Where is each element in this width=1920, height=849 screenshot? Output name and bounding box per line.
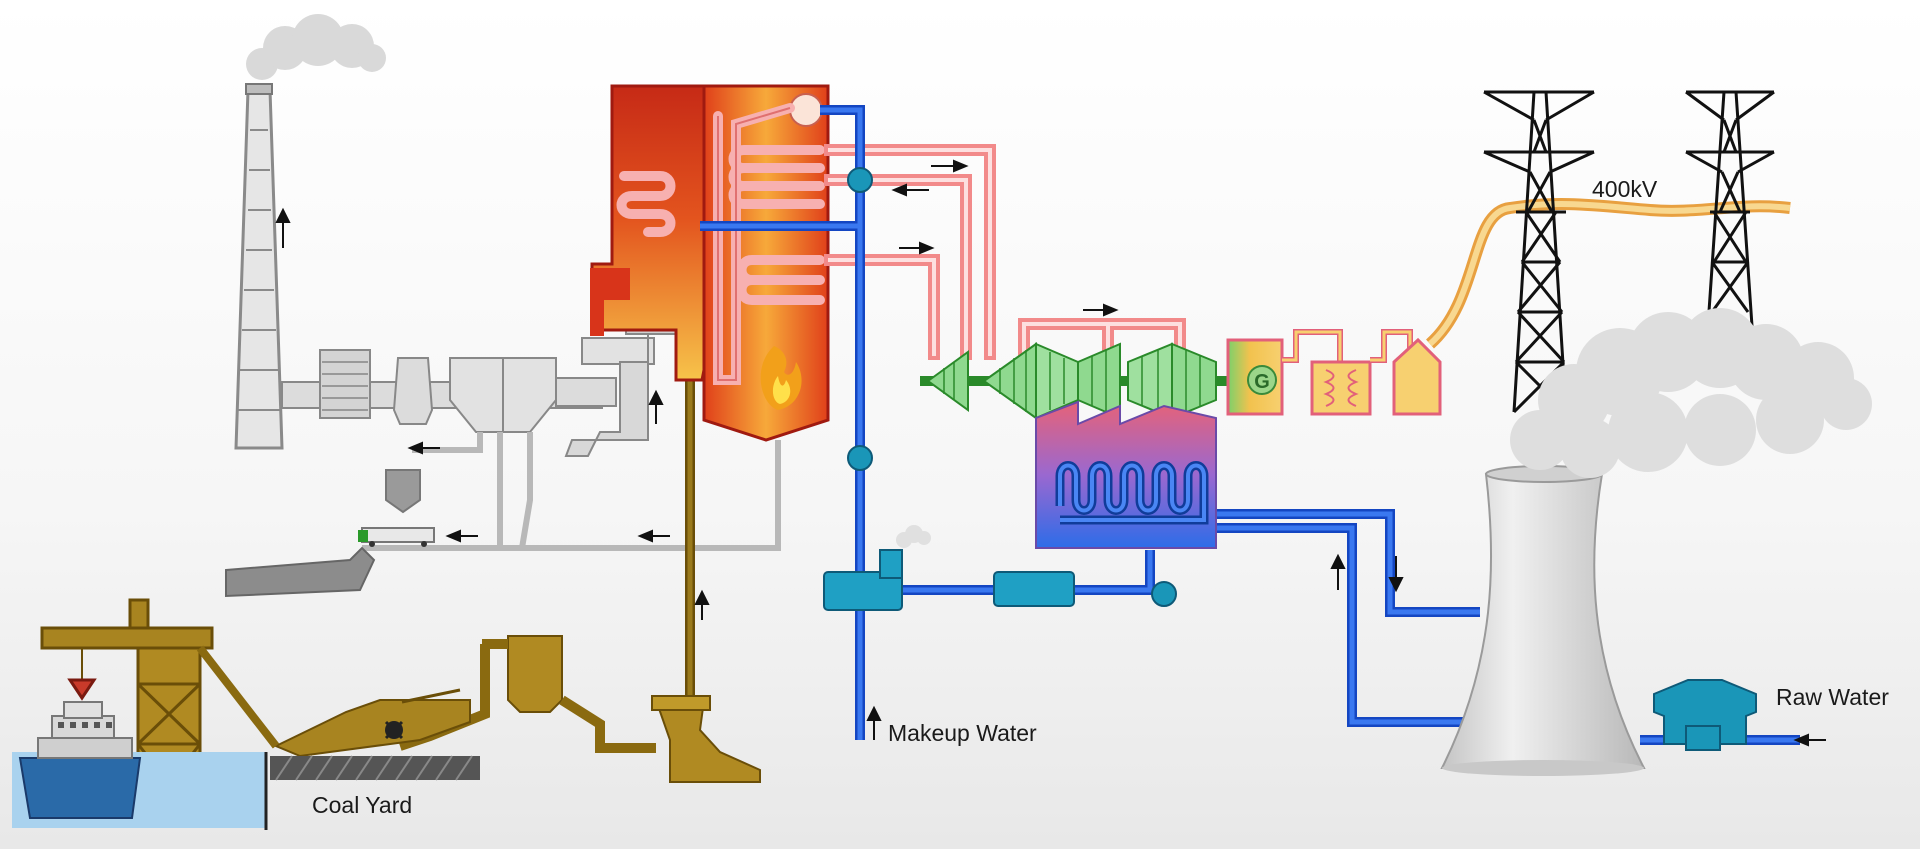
condenser — [1035, 400, 1217, 549]
steam-cloud — [246, 14, 386, 80]
flame-icon — [760, 346, 802, 410]
steam-cloud — [1510, 308, 1872, 478]
generator-symbol: G — [1254, 371, 1270, 393]
chimney — [234, 83, 291, 450]
flow-arrow-up — [275, 207, 291, 248]
voltage-label: 400kV — [1592, 176, 1658, 202]
cooling-tower — [1440, 465, 1646, 776]
feed-water-heater — [823, 525, 1075, 611]
transmission-tower — [1483, 90, 1595, 414]
raw-water-pumphouse — [1653, 679, 1757, 751]
flue-gas-duct — [281, 311, 701, 457]
pump — [847, 167, 1177, 607]
raw-water-label: Raw Water — [1776, 684, 1889, 710]
coal-handling — [270, 355, 761, 783]
ship — [12, 701, 268, 830]
generator: G — [1226, 329, 1442, 416]
steam-pipes — [824, 144, 1186, 360]
train-wagon — [358, 527, 435, 547]
ash-handling — [225, 432, 781, 598]
makeup-water-label: Makeup Water — [888, 720, 1037, 746]
flow-arrow-up — [648, 389, 664, 424]
transmission-tower — [1685, 90, 1775, 327]
coal-yard-label: Coal Yard — [312, 792, 413, 818]
